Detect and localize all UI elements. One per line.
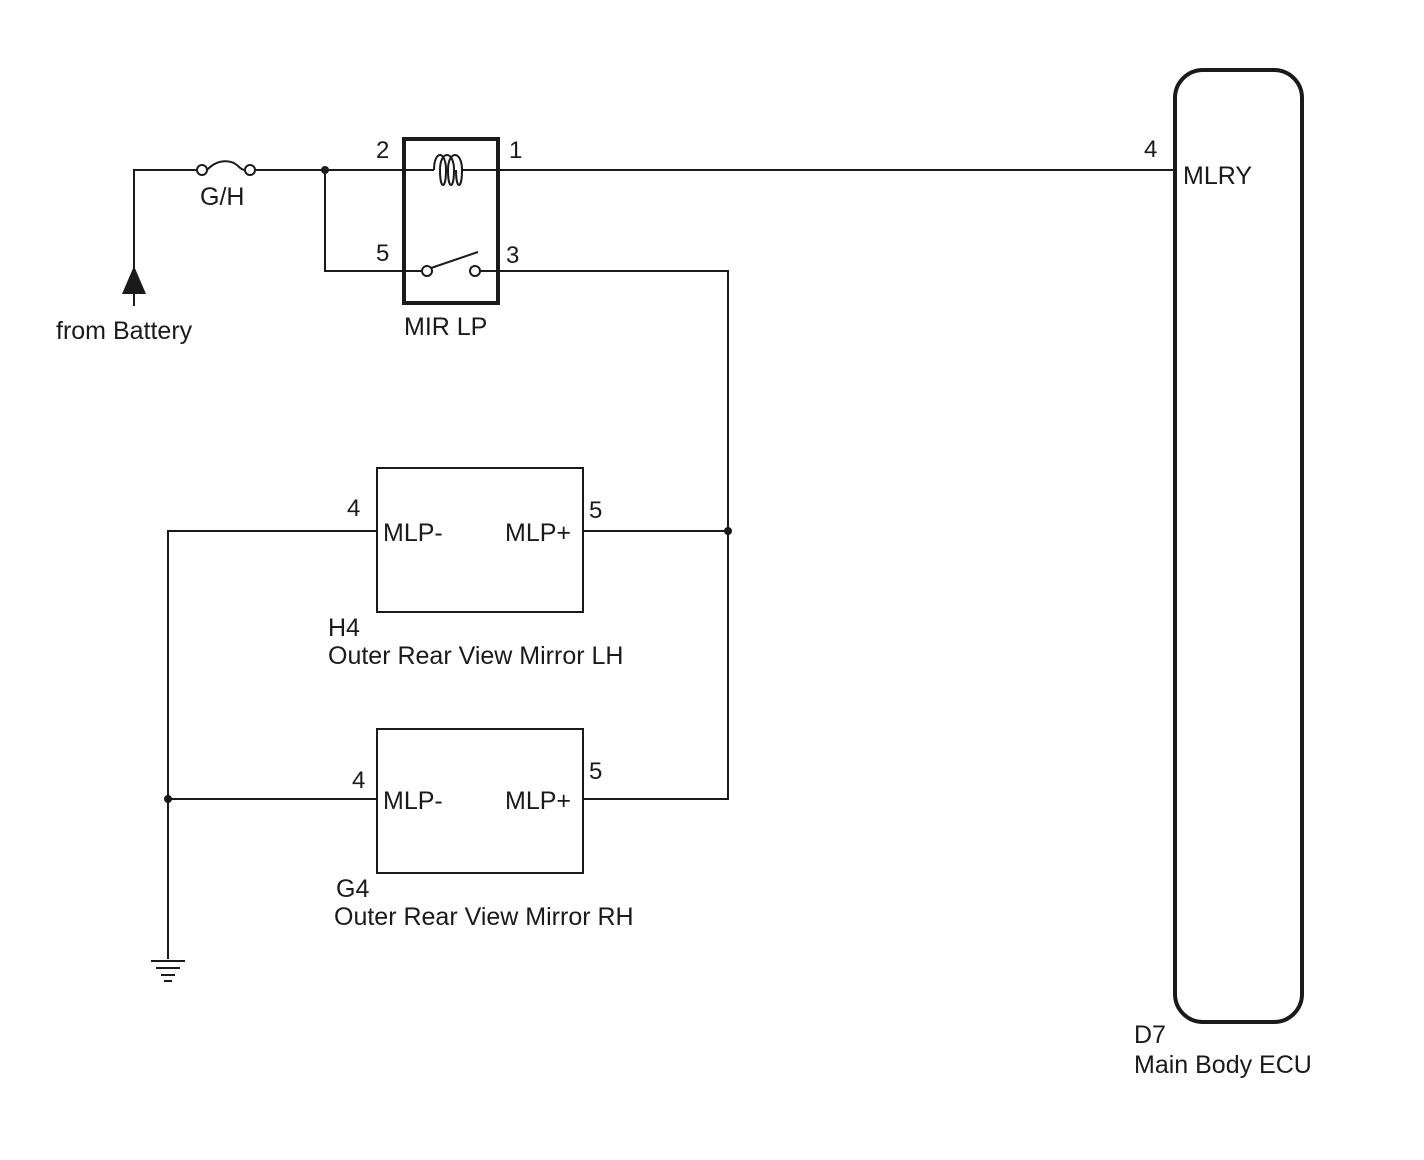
junction-dot (724, 527, 732, 535)
fuse-label: G/H (200, 183, 244, 211)
ecu-box (1173, 68, 1304, 1024)
fuse-terminal-right (244, 164, 256, 176)
ecu-name-label: Main Body ECU (1134, 1051, 1312, 1079)
switch-contact-left (421, 265, 433, 277)
fuse-link-icon (206, 160, 246, 171)
mirror-lh-pin-5: 5 (589, 497, 602, 524)
mirror-lh-pin-4: 4 (347, 495, 360, 522)
relay-switch-icon (430, 251, 479, 269)
mirror-rh-box (376, 728, 584, 874)
battery-source: from Battery (56, 169, 197, 345)
relay-mir-lp: 2 1 5 3 MIR LP (376, 137, 522, 341)
ground-icon (151, 960, 185, 982)
ecu-connector-label: D7 (1134, 1021, 1166, 1049)
ecu-terminal-mlry: MLRY (1183, 162, 1252, 190)
mirror-rh: 4 5 MLP- MLP+ G4 Outer Rear View Mirror … (334, 728, 634, 931)
mirror-lh-box (376, 467, 584, 613)
mirror-lh-connector-label: H4 (328, 614, 360, 642)
relay-pin-5: 5 (376, 240, 389, 267)
battery-label: from Battery (56, 317, 193, 345)
relay-coil-icon (433, 154, 464, 186)
battery-arrow-icon (122, 266, 146, 294)
mirror-lh-terminal-pos: MLP+ (505, 519, 571, 547)
mirror-rh-terminal-neg: MLP- (383, 787, 443, 815)
fuse-terminal-left (196, 164, 208, 176)
mirror-rh-pin-5: 5 (589, 758, 602, 785)
ecu-pin-4: 4 (1144, 136, 1157, 163)
wire-branch-switch (324, 170, 404, 272)
mirror-rh-connector-label: G4 (336, 875, 369, 903)
fuse: G/H (196, 160, 256, 211)
junction-dot (164, 795, 172, 803)
relay-pin-1: 1 (509, 137, 522, 164)
relay-label: MIR LP (404, 313, 487, 341)
main-body-ecu: 4 MLRY D7 Main Body ECU (1134, 68, 1312, 1079)
mirror-lh-terminal-neg: MLP- (383, 519, 443, 547)
relay-pin-3: 3 (506, 242, 519, 269)
mirror-rh-pin-4: 4 (352, 767, 365, 794)
switch-contact-right (469, 265, 481, 277)
mirror-rh-terminal-pos: MLP+ (505, 787, 571, 815)
mirror-rh-name-label: Outer Rear View Mirror RH (334, 903, 634, 931)
relay-box (402, 137, 500, 305)
mirror-lh: 4 5 MLP- MLP+ H4 Outer Rear View Mirror … (328, 467, 623, 670)
relay-pin-2: 2 (376, 137, 389, 164)
wire-mirror-lh-ground (167, 530, 377, 959)
mirror-lh-name-label: Outer Rear View Mirror LH (328, 642, 623, 670)
